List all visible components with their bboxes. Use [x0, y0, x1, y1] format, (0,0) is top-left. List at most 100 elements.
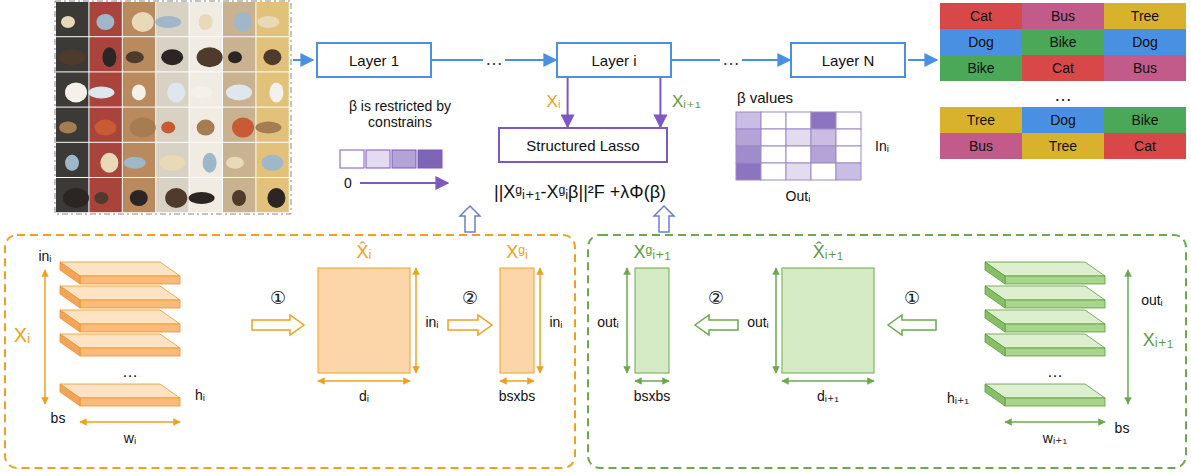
beta-cell	[761, 146, 786, 163]
beta-cell	[761, 129, 786, 146]
dimension-label: bs	[51, 410, 66, 426]
dimension-label: wᵢ₊₁	[1043, 430, 1067, 446]
table-cell: Bike	[940, 55, 1022, 81]
slab-top	[60, 334, 180, 348]
panel-outline	[5, 235, 575, 468]
dimension-label: dᵢ₊₁	[817, 388, 839, 404]
edge-label: Xᵢ	[545, 93, 563, 112]
box-label: Layer i	[591, 52, 636, 69]
slab-top	[60, 286, 180, 300]
photo-subject	[161, 122, 175, 134]
dimension-line	[44, 270, 46, 404]
photo-tile	[256, 2, 288, 36]
table-cell: Tree	[1022, 133, 1104, 159]
hollow-arrow	[252, 315, 304, 335]
beta-cell	[786, 112, 811, 129]
photo-subject	[226, 84, 252, 100]
photo-tile	[190, 178, 222, 212]
table-cell: Tree	[940, 107, 1022, 133]
beta-swatch	[392, 150, 416, 168]
slab-front	[80, 276, 180, 284]
photo-tile	[89, 178, 121, 212]
mosaic-frame	[55, 1, 291, 214]
photo-tile	[56, 37, 88, 71]
hollow-arrow	[448, 315, 492, 335]
step-number: ①	[904, 288, 920, 309]
table-cell: Cat	[1104, 133, 1186, 159]
slab-front	[1005, 276, 1105, 284]
edge-label: …	[720, 50, 742, 70]
photo-subject	[94, 192, 108, 204]
photo-subject	[257, 16, 279, 28]
step-number: ②	[708, 288, 724, 309]
beta-cell	[786, 163, 811, 180]
input-arrow	[293, 59, 313, 61]
slab-side	[60, 262, 80, 284]
photo-tile	[123, 2, 155, 36]
photo-tile	[56, 143, 88, 177]
photo-subject	[132, 12, 154, 32]
matrix-shape	[782, 268, 874, 373]
beta-cell	[786, 146, 811, 163]
tensor-label: X̂ᵢ	[357, 242, 372, 263]
photo-tile	[89, 108, 121, 142]
note: β is restricted by constrains	[334, 98, 466, 130]
photo-subject	[263, 49, 281, 65]
dimension-label: bs	[1115, 420, 1130, 436]
photo-subject	[102, 47, 116, 67]
photo-tile	[190, 72, 222, 106]
slab-front	[80, 398, 180, 406]
photo-tile	[56, 108, 88, 142]
dimension-label: outᵢ	[597, 314, 619, 330]
beta-cell	[736, 146, 761, 163]
photo-subject	[165, 188, 187, 208]
photo-subject	[189, 192, 215, 204]
slab-side	[985, 384, 1005, 406]
beta-cell	[761, 112, 786, 129]
photo-subject	[100, 153, 118, 173]
photo-subject	[228, 51, 242, 63]
photo-tile	[123, 178, 155, 212]
hollow-arrow	[654, 206, 674, 232]
beta-cell	[786, 129, 811, 146]
axis-label: 0	[344, 175, 352, 191]
photo-tile	[123, 37, 155, 71]
dimension-line	[635, 380, 669, 382]
lasso-box: Structured Lasso	[498, 127, 668, 163]
beta-cell	[836, 163, 861, 180]
photo-subject	[59, 49, 85, 65]
generated-art	[56, 2, 1105, 406]
photo-subject	[132, 84, 146, 100]
photo-tile	[156, 143, 188, 177]
beta-cell	[736, 163, 761, 180]
table-cell: Tree	[1104, 3, 1186, 29]
slab-side	[985, 286, 1005, 308]
photo-tile	[190, 2, 222, 36]
dimension-label: hᵢ₊₁	[947, 390, 969, 406]
flow-arrow	[567, 78, 569, 127]
slab-front	[80, 348, 180, 356]
beta-cell	[836, 112, 861, 129]
photo-subject	[199, 14, 213, 30]
slab-front	[1005, 300, 1105, 308]
beta-cell	[811, 163, 836, 180]
photo-subject	[267, 188, 285, 208]
tensor-label: Xᵢ	[14, 324, 30, 347]
photo-subject	[88, 86, 114, 98]
table-cell: Bike	[1022, 29, 1104, 55]
heading: β values	[737, 89, 793, 106]
tensor-label: Xᵍᵢ₊₁	[633, 242, 670, 263]
table-cell: Bus	[1104, 55, 1186, 81]
photo-subject	[191, 86, 213, 98]
photo-subject	[130, 118, 156, 138]
dimension-label: inᵢ	[549, 314, 562, 330]
edge-label: Xᵢ₊₁	[670, 93, 703, 112]
beta-swatch	[366, 150, 390, 168]
slab-side	[60, 286, 80, 308]
dimension-label: dᵢ	[359, 388, 369, 404]
step-number: ②	[462, 288, 478, 309]
photo-subject	[269, 82, 283, 102]
formula: ||Xᵍᵢ₊₁-Xᵍᵢβ||²F +λΦ(β)	[494, 182, 666, 203]
dimension-line	[318, 380, 410, 382]
photo-tile	[56, 2, 88, 36]
